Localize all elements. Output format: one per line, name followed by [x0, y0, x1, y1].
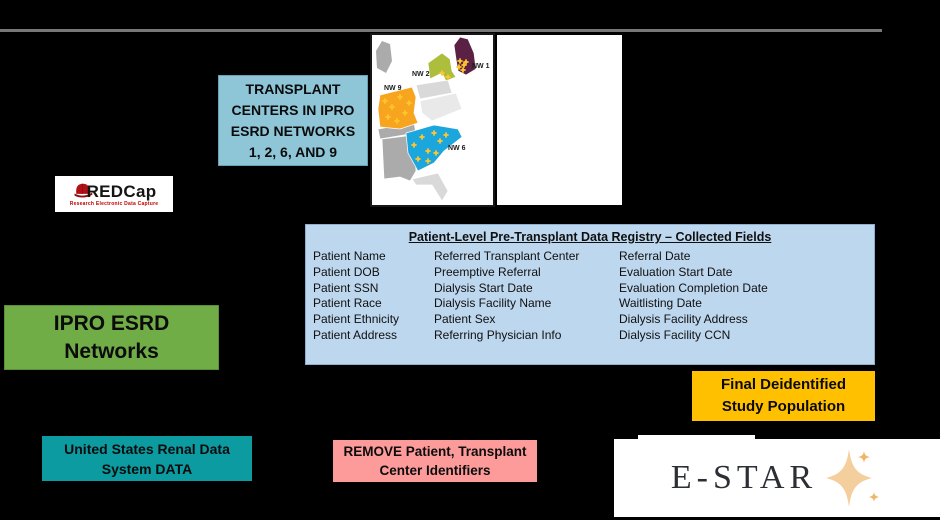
map-state-florida — [411, 172, 449, 202]
map-label-nw9: NW 9 — [384, 85, 402, 92]
registry-column-2: Referred Transplant Center Preemptive Re… — [434, 249, 579, 344]
registry-field: Dialysis Facility CCN — [619, 327, 731, 342]
transplant-centers-line: 1, 2, 6, AND 9 — [248, 143, 338, 160]
registry-field: Patient Name — [313, 249, 386, 263]
registry-field: Patient DOB — [313, 264, 380, 279]
esrd-networks-map: NW 9 NW 2 NW 1 NW 6 — [376, 36, 490, 202]
registry-field: Patient Race — [313, 296, 382, 311]
estar-panel-top-edge — [638, 435, 755, 440]
map-state-mid-atlantic — [419, 92, 463, 122]
map-label-nw1: NW 1 — [472, 63, 490, 70]
map-label-nw2: NW 2 — [412, 71, 430, 78]
registry-field: Patient Sex — [434, 312, 496, 327]
redcap-cap-icon — [74, 183, 92, 198]
registry-column-3: Referral Date Evaluation Start Date Eval… — [619, 249, 768, 344]
registry-field: Evaluation Start Date — [619, 264, 733, 279]
usrds-line: System DATA — [101, 460, 193, 477]
blank-white-panel — [497, 35, 622, 205]
usrds-data-box: United States Renal Data System DATA — [42, 436, 252, 481]
registry-field: Preemptive Referral — [434, 264, 541, 279]
final-population-line: Study Population — [721, 398, 846, 415]
redcap-tagline: Research Electronic Data Capture — [69, 201, 159, 207]
registry-field: Dialysis Start Date — [434, 280, 533, 295]
registry-column-1: Patient Name Patient DOB Patient SSN Pat… — [313, 249, 399, 344]
ipro-esrd-line: IPRO ESRD — [53, 311, 170, 335]
transplant-centers-line: TRANSPLANT — [245, 80, 341, 97]
transplant-centers-line: CENTERS IN IPRO — [231, 101, 355, 118]
transplant-centers-box: TRANSPLANT CENTERS IN IPRO ESRD NETWORKS… — [218, 75, 368, 166]
registry-field: Patient Ethnicity — [313, 312, 400, 327]
esrd-networks-map-panel: NW 9 NW 2 NW 1 NW 6 — [370, 33, 495, 207]
final-population-line: Final Deidentified — [720, 376, 846, 393]
redcap-wordmark: REDCap — [86, 182, 157, 201]
registry-field: Referring Physician Info — [434, 327, 562, 342]
estar-sparkle-icon — [826, 449, 880, 507]
registry-field: Dialysis Facility Address — [619, 312, 748, 327]
remove-identifiers-line: REMOVE Patient, Transplant — [343, 444, 527, 459]
estar-logo-panel: E-STAR — [614, 439, 940, 517]
remove-identifiers-box: REMOVE Patient, Transplant Center Identi… — [333, 440, 537, 482]
map-state-pennsylvania — [415, 79, 453, 100]
registry-field: Referral Date — [619, 249, 691, 263]
map-label-nw6: NW 6 — [448, 145, 466, 152]
pretransplant-registry-box: Patient-Level Pre-Transplant Data Regist… — [305, 224, 875, 365]
map-region-nw2 — [427, 52, 457, 82]
registry-field: Patient SSN — [313, 280, 379, 295]
registry-field: Patient Address — [313, 327, 398, 342]
registry-field: Dialysis Facility Name — [434, 296, 552, 311]
final-study-population-box: Final Deidentified Study Population — [692, 371, 875, 421]
map-region-nw9 — [377, 86, 419, 130]
registry-field: Waitlisting Date — [619, 296, 702, 311]
ipro-esrd-line: Networks — [64, 339, 159, 363]
redcap-logo: REDCap Research Electronic Data Capture — [55, 176, 173, 212]
estar-wordmark: E-STAR — [670, 459, 818, 496]
registry-field: Referred Transplant Center — [434, 249, 580, 263]
usrds-line: United States Renal Data — [64, 440, 230, 457]
registry-field: Evaluation Completion Date — [619, 280, 768, 295]
redcap-logo-row: REDCap — [72, 181, 157, 200]
ipro-esrd-networks-box: IPRO ESRD Networks — [4, 305, 219, 370]
transplant-centers-line: ESRD NETWORKS — [230, 122, 356, 139]
map-state-michigan — [376, 41, 392, 73]
registry-title: Patient-Level Pre-Transplant Data Regist… — [408, 230, 772, 244]
top-divider-line — [0, 29, 882, 32]
remove-identifiers-line: Center Identifiers — [379, 463, 491, 478]
